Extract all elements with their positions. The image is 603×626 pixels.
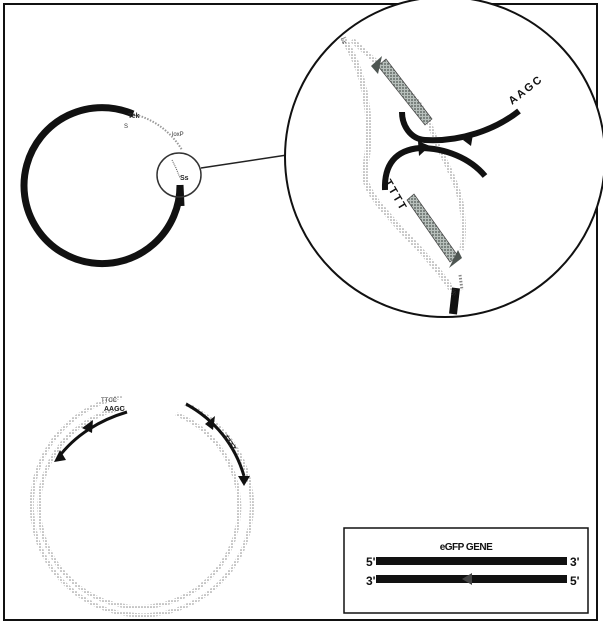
zoom-detail: Ls AAGC TTTT Sn: [285, 0, 603, 317]
lower-seq-left: AAGC: [104, 406, 125, 413]
legend-bottom-left-label: 3': [366, 574, 376, 588]
legend-box: eGFP GENE 5' 3' 3' 5': [344, 528, 588, 613]
plasmid-label-left: S: [124, 124, 128, 130]
legend-top-left-label: 5': [366, 555, 376, 569]
legend-top-strand: [376, 557, 567, 565]
plasmid-label-site: Ss: [180, 175, 189, 182]
lower-plasmid-inner-strand: [39, 408, 239, 607]
legend-title: eGFP GENE: [440, 542, 493, 553]
plasmid-label-mid: loxP: [172, 132, 184, 138]
plasmid-label-top: Tek: [128, 113, 140, 120]
plasmid-right-strand: [180, 185, 181, 206]
lower-label-top: TTCC: [101, 398, 118, 404]
upper-plasmid: Tek S loxP Ss: [24, 108, 201, 264]
legend-top-right-label: 3': [570, 555, 580, 569]
plasmid-backbone-strand: [24, 108, 180, 264]
lower-plasmid: TTCC AAGC TTTT: [32, 397, 252, 615]
zoom-connector-line: [201, 155, 287, 168]
zoom-label-bottom: Sn: [451, 288, 458, 296]
legend-bottom-right-label: 5': [570, 574, 580, 588]
